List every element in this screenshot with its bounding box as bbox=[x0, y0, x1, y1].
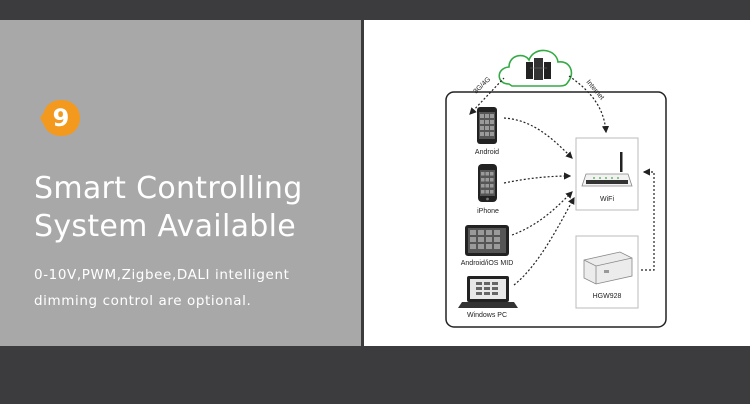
android-phone-icon bbox=[477, 107, 497, 144]
android-to-wifi-arrow bbox=[503, 117, 573, 159]
headline: Smart Controlling System Available bbox=[34, 170, 354, 246]
description-line-1: 0-10V,PWM,Zigbee,DALI intelligent bbox=[34, 267, 290, 283]
system-frame bbox=[445, 91, 667, 328]
tablet-icon bbox=[465, 225, 509, 256]
tablet-label: Android/iOS MID bbox=[461, 260, 514, 267]
wifi-router-icon bbox=[581, 152, 633, 187]
bottom-band bbox=[0, 346, 750, 404]
number-badge-icon bbox=[40, 100, 80, 136]
cloud-link-internet-label: Internet bbox=[584, 79, 605, 102]
panel-divider bbox=[361, 20, 364, 346]
cloud-link-3g-arrow bbox=[469, 77, 505, 115]
iphone-icon bbox=[478, 164, 497, 202]
gateway-to-wifi-arrow bbox=[641, 168, 655, 271]
feature-description: 0-10V,PWM,Zigbee,DALI intelligent dimmin… bbox=[34, 262, 354, 314]
iphone-to-wifi-arrow bbox=[503, 172, 572, 184]
system-diagram-panel: 3G/4G Internet Android bbox=[364, 20, 750, 346]
headline-line-2: System Available bbox=[34, 209, 296, 244]
iphone-label: iPhone bbox=[477, 208, 499, 215]
wifi-label: WiFi bbox=[600, 196, 614, 203]
pc-to-wifi-arrow bbox=[513, 196, 575, 286]
description-line-2: dimming control are optional. bbox=[34, 293, 252, 309]
tablet-to-wifi-arrow bbox=[511, 191, 573, 236]
top-band bbox=[0, 0, 750, 20]
android-label: Android bbox=[475, 149, 499, 156]
laptop-icon bbox=[458, 276, 518, 308]
gateway-device-icon bbox=[583, 251, 633, 285]
gateway-label: HGW928 bbox=[593, 293, 622, 300]
control-system-diagram: 3G/4G Internet Android bbox=[445, 49, 667, 328]
headline-line-1: Smart Controlling bbox=[34, 171, 303, 206]
windows-pc-label: Windows PC bbox=[467, 312, 507, 319]
cloud-icon bbox=[498, 49, 573, 87]
badge-number: 9 bbox=[52, 104, 70, 132]
feature-text-panel bbox=[0, 20, 361, 346]
